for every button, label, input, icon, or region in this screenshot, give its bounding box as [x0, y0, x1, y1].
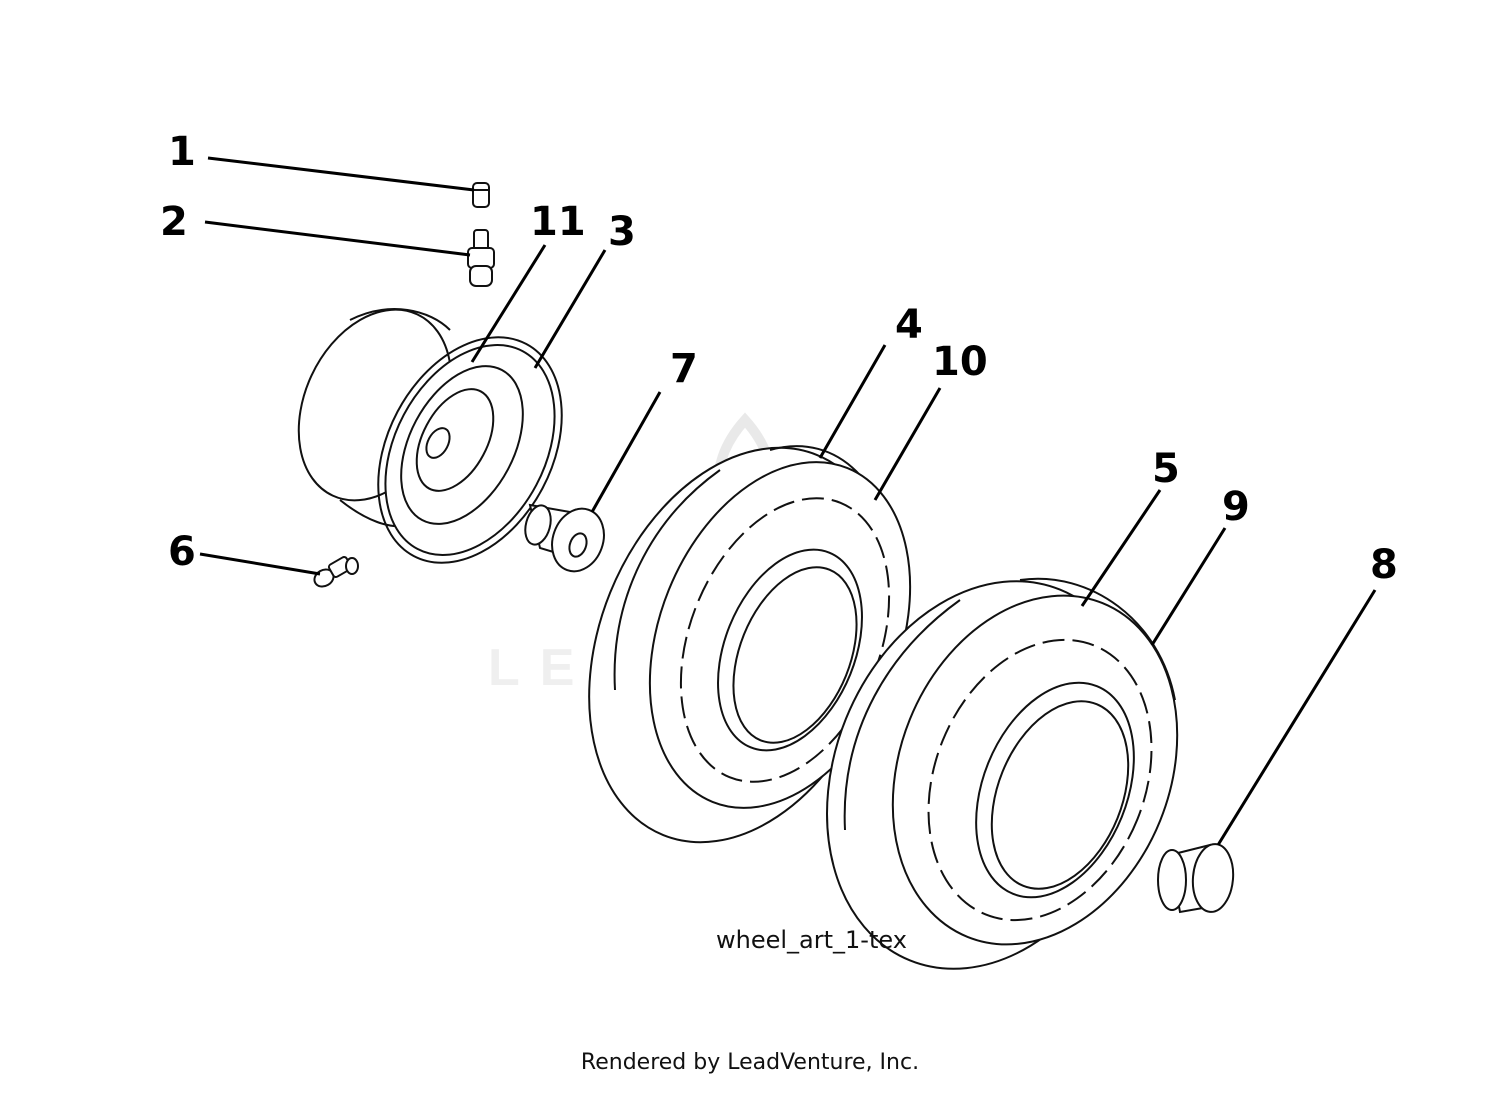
- part-1-valve-cap[interactable]: [472, 182, 490, 208]
- part-3-rim-ring[interactable]: [341, 306, 598, 595]
- callout-10: 10: [932, 339, 988, 385]
- callout-11: 11: [530, 199, 586, 245]
- leader-lines: [199, 156, 1377, 846]
- callout-5: 5: [1152, 446, 1180, 492]
- callout-4: 4: [895, 302, 923, 348]
- footer-credit: Rendered by LeadVenture, Inc.: [580, 1050, 920, 1075]
- callout-8: 8: [1370, 542, 1398, 588]
- art-label: wheel_art_1-tex: [716, 926, 907, 954]
- callout-2: 2: [160, 199, 188, 245]
- part-10-tire-tread[interactable]: [613, 469, 721, 691]
- callout-6: 6: [168, 529, 196, 575]
- part-5-tire[interactable]: [771, 533, 1228, 1016]
- callout-3: 3: [608, 209, 636, 255]
- callout-1: 1: [168, 129, 196, 175]
- part-7-bushing[interactable]: [521, 501, 612, 578]
- part-9-tire-tread[interactable]: [843, 599, 961, 831]
- callout-7: 7: [670, 346, 698, 392]
- part-6-grease-fitting[interactable]: [311, 556, 359, 590]
- part-2-valve-stem[interactable]: [467, 229, 495, 287]
- part-11-rim[interactable]: [269, 285, 589, 584]
- callout-9: 9: [1222, 484, 1250, 530]
- part-8-hub-cap[interactable]: [1157, 842, 1236, 914]
